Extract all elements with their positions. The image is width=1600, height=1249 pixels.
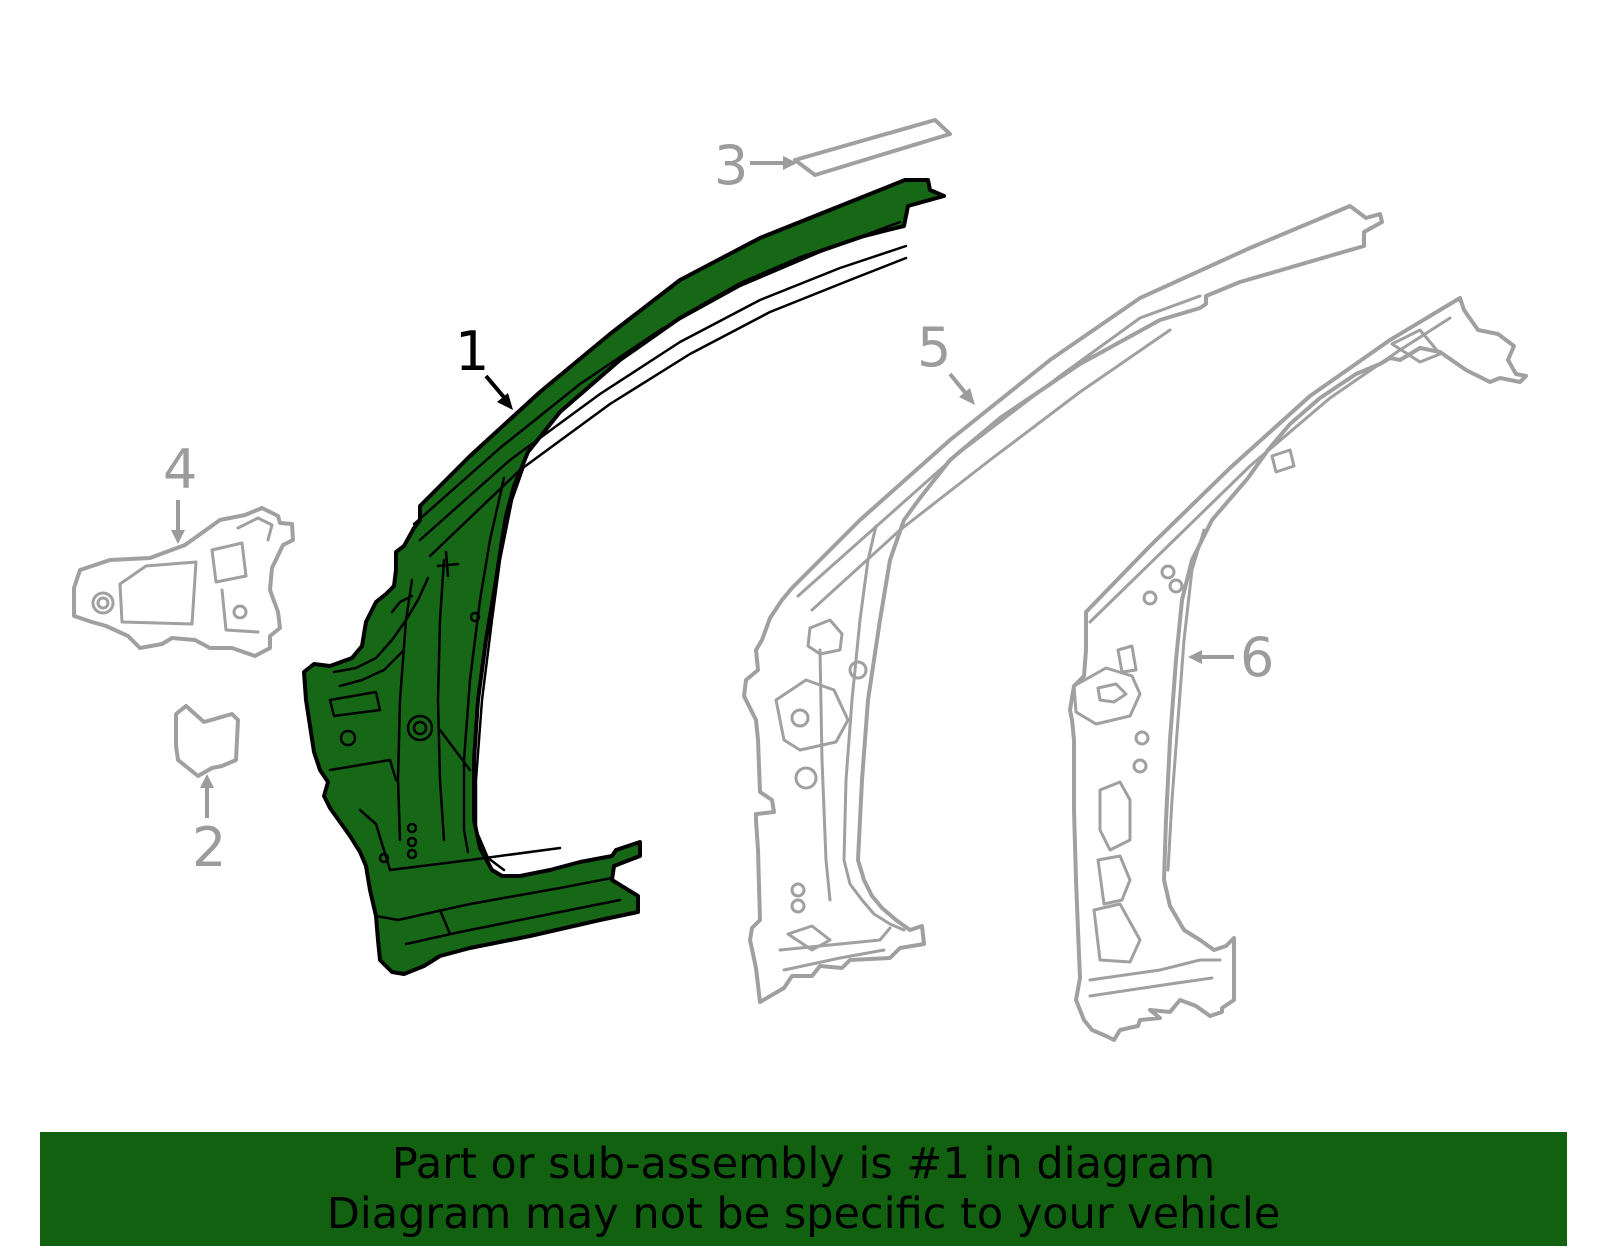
callout-3-number: 3 (714, 134, 748, 197)
part-6-inner-pillar[interactable] (1068, 296, 1528, 1042)
callout-5-number: 5 (917, 316, 951, 379)
callout-4[interactable]: 4 (163, 438, 197, 544)
part-3-strip[interactable] (793, 118, 952, 177)
part-5-pillar-reinforcement[interactable] (742, 204, 1384, 1004)
callout-1-number: 1 (455, 320, 489, 383)
callout-6[interactable]: 6 (1188, 626, 1274, 689)
callout-1[interactable]: 1 (455, 320, 513, 410)
banner-line-1: Part or sub-assembly is #1 in diagram (391, 1139, 1216, 1189)
callout-6-number: 6 (1240, 626, 1274, 689)
callout-2-number: 2 (192, 816, 226, 879)
part-4-bracket[interactable] (72, 506, 295, 658)
info-banner: Part or sub-assembly is #1 in diagram Di… (40, 1132, 1567, 1246)
callout-5[interactable]: 5 (917, 316, 975, 405)
callout-3[interactable]: 3 (714, 134, 797, 197)
callout-2[interactable]: 2 (192, 774, 226, 879)
part-2-patch[interactable] (174, 704, 240, 778)
banner-line-2: Diagram may not be specific to your vehi… (326, 1189, 1281, 1239)
callout-4-number: 4 (163, 438, 197, 501)
part-1-front-pillar[interactable] (302, 178, 946, 976)
